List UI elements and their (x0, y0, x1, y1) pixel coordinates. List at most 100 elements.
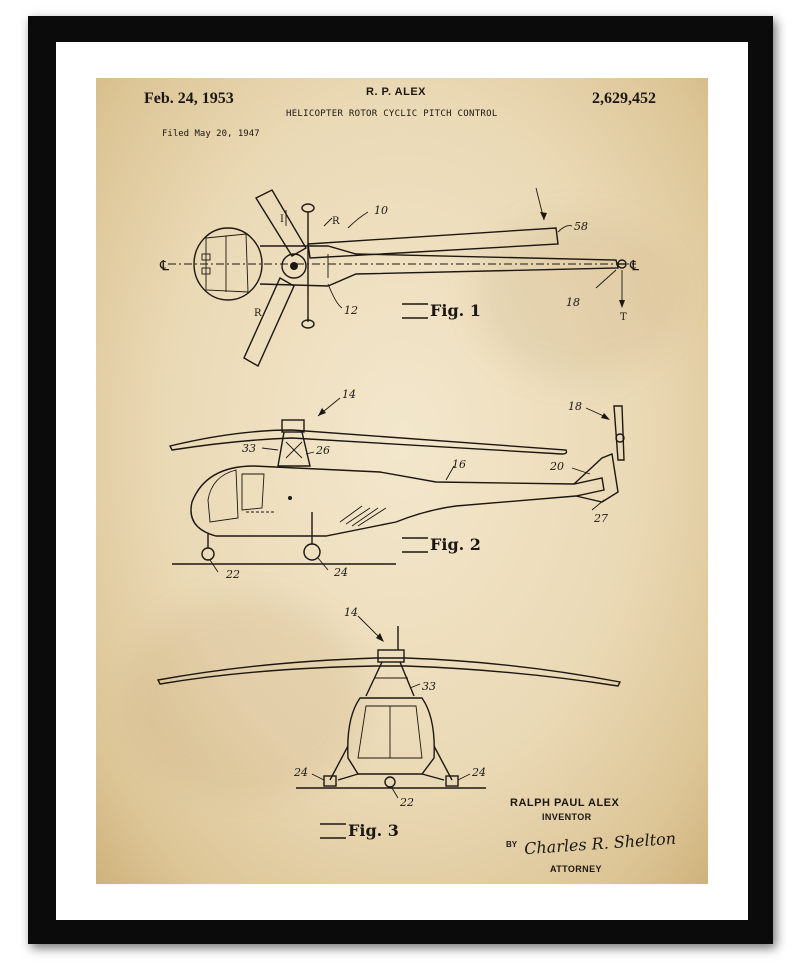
main-rotor-blade (156, 657, 622, 687)
patent-print: Feb. 24, 1953 R. P. ALEX 2,629,452 HELIC… (96, 78, 708, 884)
arrowhead (318, 408, 326, 416)
arrowhead (376, 633, 384, 642)
engine-hatching (339, 505, 387, 527)
fig1-top-view: 10 58 12 18 T I R R ℄ ℄ Fig. 1 (159, 187, 639, 367)
leader-line (317, 557, 329, 571)
main-rotor-blade (168, 429, 568, 455)
control-knob (301, 203, 315, 213)
left-wheel (323, 775, 337, 787)
tail-rotor (617, 259, 627, 269)
ref-20: 20 (549, 460, 564, 473)
rotor-blade (243, 277, 295, 367)
fig3-front-view: 14 33 24 24 22 Fig. 3 (156, 606, 622, 840)
ref-33: 33 (422, 680, 436, 693)
ref-16: 16 (452, 458, 466, 471)
rotor-hub (281, 253, 307, 279)
leader-line (409, 683, 421, 689)
gear-strut (337, 773, 445, 781)
rotor-blade (255, 189, 307, 257)
fuselage-outline (190, 465, 605, 537)
direction-arrow (323, 217, 333, 227)
ref-22: 22 (225, 568, 240, 581)
ref-27: 27 (593, 512, 608, 525)
leader-line (445, 465, 455, 481)
rotor-mast (277, 431, 311, 467)
fig2-label: Fig. 2 (430, 535, 481, 554)
tail-rotor-hub (615, 433, 625, 443)
ref-12: 12 (344, 304, 358, 317)
ref-R: R (332, 216, 340, 227)
ref-14: 14 (344, 606, 358, 619)
mast-support (365, 661, 415, 697)
rotor-head (377, 649, 405, 663)
arrowhead (601, 413, 610, 420)
cockpit-seat (201, 267, 211, 275)
gear-strut (329, 745, 453, 781)
patent-title: HELICOPTER ROTOR CYCLIC PITCH CONTROL (286, 109, 498, 119)
leader-line (557, 225, 573, 233)
leader-line (595, 269, 617, 289)
leader-line (261, 447, 279, 451)
centerline-symbol: ℄ (159, 258, 169, 274)
ref-22: 22 (399, 796, 414, 809)
nose-wheel (201, 547, 215, 561)
fig2-side-view: 14 18 33 26 16 20 27 22 24 Fig. 2 (168, 388, 625, 581)
fuselage-outline (259, 245, 619, 287)
ref-26: 26 (315, 444, 330, 457)
inventor-short-name: R. P. ALEX (366, 86, 427, 98)
nose-wheel (384, 776, 396, 788)
patent-date: Feb. 24, 1953 (144, 90, 234, 107)
leader-line (457, 773, 471, 781)
leader-line (327, 283, 343, 309)
paper-stain (126, 598, 366, 798)
ref-10: 10 (374, 204, 388, 217)
rotor-hub-center (290, 262, 298, 270)
cockpit-seat (201, 253, 211, 261)
rotor-head (281, 419, 305, 433)
leader-line (305, 451, 315, 455)
cockpit-frame (205, 233, 249, 293)
patent-drawings: 10 58 12 18 T I R R ℄ ℄ Fig. 1 (156, 187, 639, 840)
cockpit-outline (193, 227, 263, 301)
leader-line (571, 467, 591, 475)
ref-18: 18 (568, 400, 582, 413)
attorney-role: ATTORNEY (550, 864, 602, 874)
cockpit-bubble (347, 697, 435, 775)
ref-24: 24 (333, 566, 348, 579)
ref-33: 33 (242, 442, 256, 455)
leader-line (347, 211, 369, 229)
cockpit-window (241, 473, 265, 511)
cockpit-window (207, 469, 239, 523)
cockpit-window (357, 705, 423, 759)
ref-I: I (280, 214, 284, 225)
right-wheel (445, 775, 459, 787)
control-knob (301, 319, 315, 329)
ref-14: 14 (342, 388, 356, 401)
ref-18: 18 (566, 296, 580, 309)
ref-T: T (620, 312, 627, 323)
tail-rotor-blade (613, 405, 625, 461)
leader-line (209, 559, 219, 573)
fuel-cap (288, 496, 292, 500)
inventor-role: INVENTOR (542, 812, 592, 822)
ref-24: 24 (471, 766, 486, 779)
ref-24: 24 (293, 766, 308, 779)
rotor-blade-long (307, 227, 559, 259)
fig1-label: Fig. 1 (430, 301, 481, 320)
fig3-label: Fig. 3 (348, 821, 399, 840)
inventor-name: RALPH PAUL ALEX (510, 797, 620, 809)
leader-line (391, 787, 399, 799)
centerline-symbol: ℄ (629, 258, 639, 274)
mast-brace (285, 441, 303, 459)
paper-stain (476, 218, 676, 378)
leader-line (311, 773, 325, 781)
ref-R: R (254, 308, 262, 319)
by-label: BY (506, 840, 518, 849)
tail-fin (573, 453, 619, 503)
ref-58: 58 (574, 220, 588, 233)
main-wheel (303, 543, 321, 561)
patent-number: 2,629,452 (592, 90, 656, 107)
leader-line (591, 499, 605, 511)
arrowhead (540, 212, 547, 220)
arrowhead (619, 300, 625, 308)
